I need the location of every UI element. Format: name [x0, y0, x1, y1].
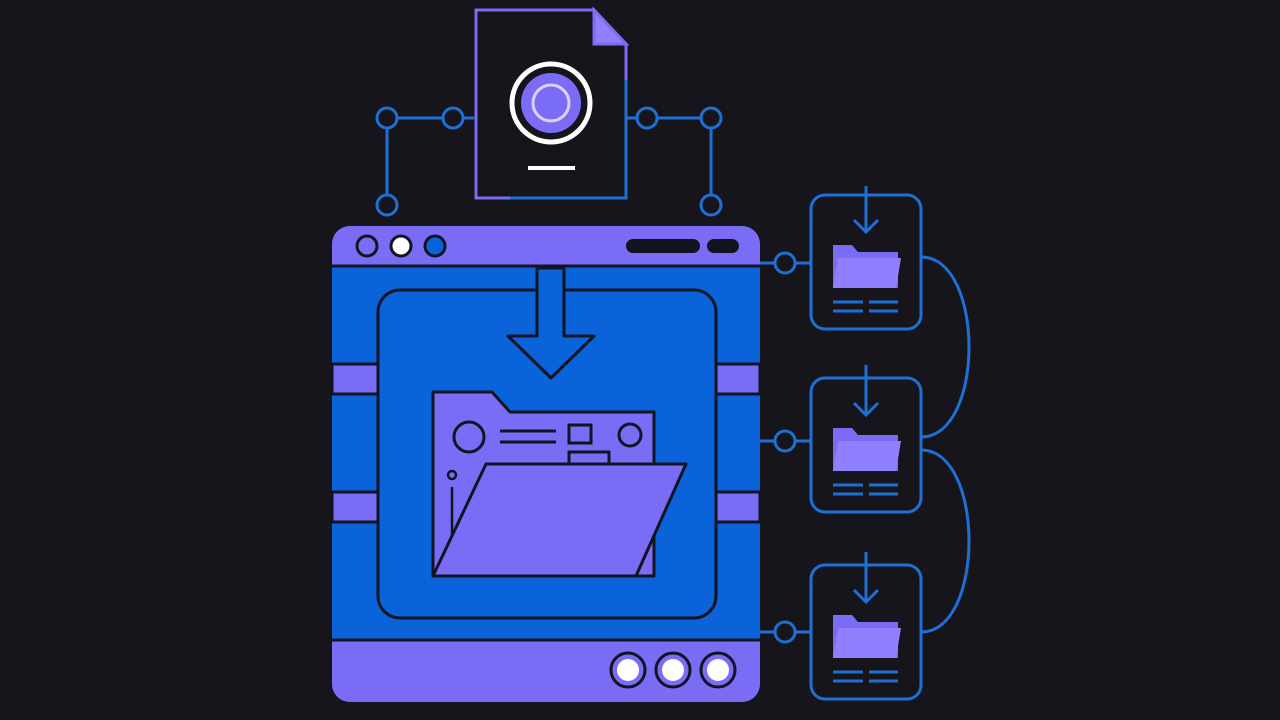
- document-icon: [474, 6, 630, 200]
- document-connectors-left: [375, 106, 474, 217]
- connector-node-icon: [375, 193, 399, 217]
- file-card-icon: [809, 186, 923, 331]
- file-card-icon: [809, 365, 923, 514]
- window-bar-pill: [707, 239, 739, 253]
- connector-node-icon: [635, 106, 659, 130]
- folder-icon: [431, 390, 688, 578]
- connector-node-icon: [773, 429, 797, 453]
- window-dot-icon: [389, 234, 413, 258]
- window-dot-icon: [423, 234, 447, 258]
- connector-node-icon: [773, 251, 797, 275]
- file-card-icon: [809, 552, 923, 701]
- window-dot-icon: [355, 234, 379, 258]
- down-arrow-icon: [506, 266, 596, 380]
- connector-node-icon: [375, 106, 399, 130]
- file-cards-connectors: [760, 251, 971, 644]
- side-rails: [330, 362, 762, 524]
- footer-buttons: [609, 651, 737, 689]
- window-bar-pill: [626, 239, 700, 253]
- connector-node-icon: [699, 193, 723, 217]
- document-badge-ring: [509, 61, 593, 145]
- connector-node-icon: [773, 620, 797, 644]
- connector-node-icon: [699, 106, 723, 130]
- browser-window-icon: [330, 226, 762, 702]
- connector-node-icon: [441, 106, 465, 130]
- document-connectors-right: [627, 106, 723, 217]
